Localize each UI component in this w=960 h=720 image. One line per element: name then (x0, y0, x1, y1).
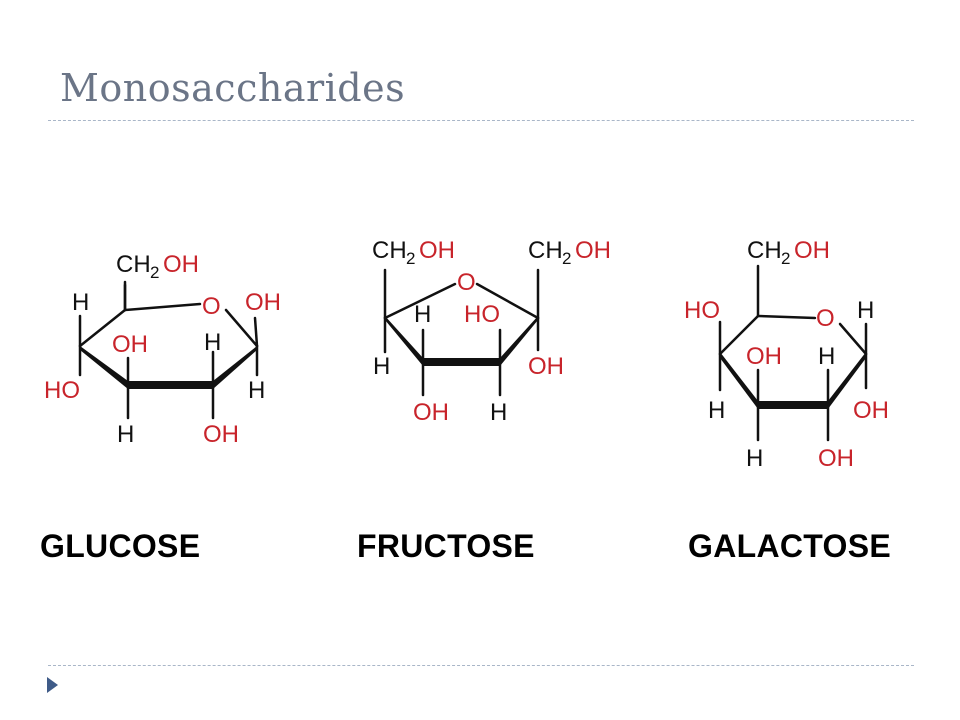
galactose-ring-o: O (816, 305, 835, 332)
galactose-ch-sub: 2 (781, 249, 790, 268)
fructose-right-sub: 2 (562, 249, 571, 268)
galactose-c1-oh: OH (853, 397, 889, 424)
glucose-label: GLUCOSE (40, 528, 201, 564)
glucose-c1-h: H (248, 377, 265, 404)
fructose-c4-h: H (414, 301, 431, 328)
glucose-wedge-c2-c1 (213, 346, 257, 389)
galactose-wedge-c2-c1 (828, 352, 866, 409)
galactose-bond-o-c1 (838, 322, 868, 356)
fructose-left-ch: CH (372, 237, 407, 264)
fructose-left-sub: 2 (406, 249, 415, 268)
galactose-label: GALACTOSE (688, 528, 892, 564)
galactose-c4-h: H (708, 397, 725, 424)
glucose-c3-oh: OH (112, 331, 148, 358)
glucose-ch-sub: 2 (150, 263, 159, 282)
glucose-c5-h: H (72, 289, 89, 316)
glucose-ring-o: O (202, 293, 221, 320)
galactose-c2-h: H (818, 343, 835, 370)
fructose-bond-c5-o (383, 282, 457, 320)
fructose-label: FRUCTOSE (357, 528, 535, 564)
galactose-wedge-c4-c3 (720, 352, 758, 409)
glucose-bond-c1-oh (253, 316, 259, 348)
glucose-c6-oh: OH (163, 251, 199, 278)
fructose-c3-ho: HO (464, 301, 500, 328)
galactose-c2-oh: OH (818, 445, 854, 472)
fructose-c5-h: H (373, 353, 390, 380)
galactose-c3-oh: OH (746, 343, 782, 370)
fructose-ring-o: O (457, 269, 476, 296)
fructose-right-oh: OH (575, 237, 611, 264)
glucose-c1-oh: OH (245, 289, 281, 316)
fructose-c3-h: H (490, 399, 507, 426)
galactose-c4-ho: HO (684, 297, 720, 324)
fructose-bond-o-c2 (475, 282, 540, 320)
fructose-left-oh: OH (419, 237, 455, 264)
glucose-bond-o-c1 (224, 308, 259, 348)
galactose-ch-label: CH (747, 237, 782, 264)
galactose-c1-h: H (857, 297, 874, 324)
glucose-ch-label: CH (116, 251, 151, 278)
glucose-bond-c5-c4 (78, 308, 127, 348)
fructose-c4-oh: OH (413, 399, 449, 426)
fructose-c2-oh: OH (528, 353, 564, 380)
fructose-right-ch: CH (528, 237, 563, 264)
glucose-c4-ho: HO (44, 377, 80, 404)
title-divider (48, 120, 914, 121)
galactose-bond-c5-o (756, 314, 817, 320)
glucose-c2-h: H (204, 329, 221, 356)
fructose-wedge-c5-c4 (385, 316, 423, 366)
glucose-bond-c5-o (123, 302, 202, 312)
triangle-right-icon[interactable] (47, 677, 58, 693)
glucose-c3-h: H (117, 421, 134, 448)
glucose-c2-oh: OH (203, 421, 239, 448)
fructose-wedge-c3-c2 (500, 316, 538, 366)
slide-title: Monosaccharides (60, 66, 406, 110)
galactose-c6-oh: OH (794, 237, 830, 264)
glucose-wedge-c4-c3 (80, 346, 128, 389)
galactose-c3-h: H (746, 445, 763, 472)
footer-divider (48, 665, 914, 666)
galactose-bond-c5-c4 (718, 314, 760, 356)
